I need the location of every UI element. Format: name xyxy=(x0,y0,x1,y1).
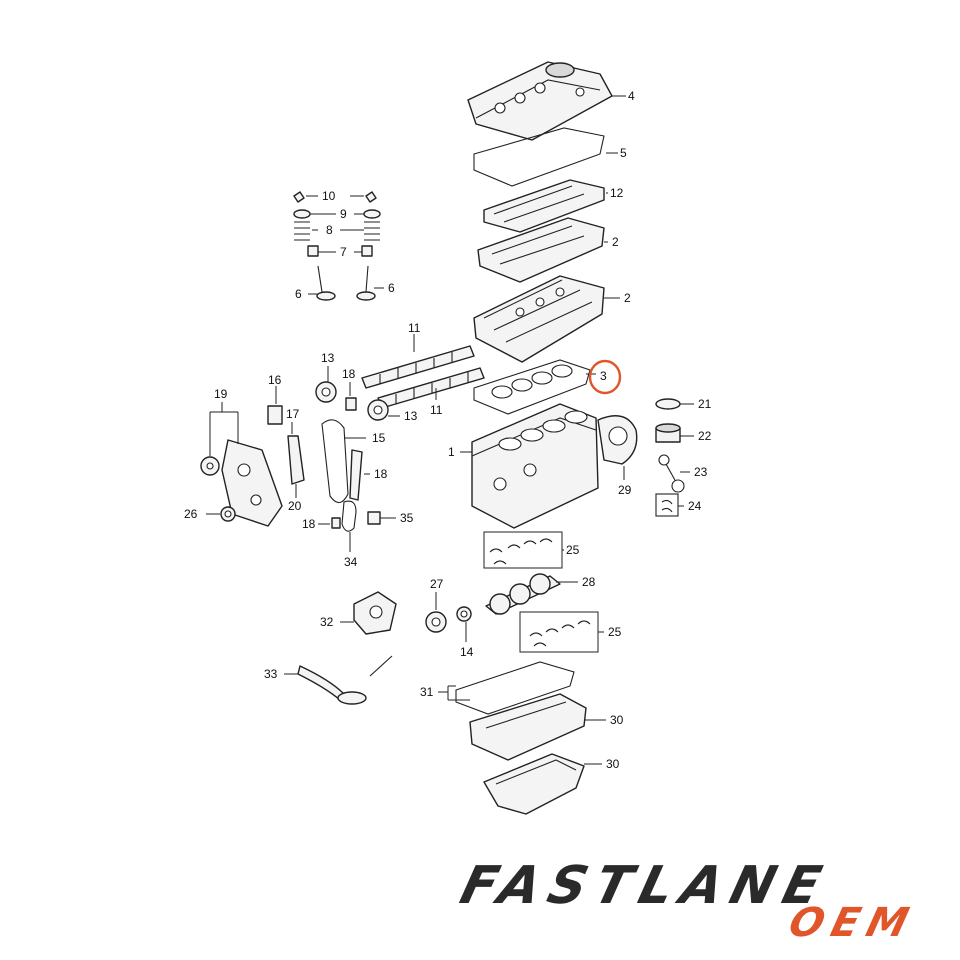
callout-34: 34 xyxy=(344,555,358,569)
part-oil-pump xyxy=(353,591,397,635)
callout-13-lower: 13 xyxy=(404,409,418,423)
part-rear-seal-housing xyxy=(597,415,638,465)
part-front-seal xyxy=(456,606,472,622)
callout-35: 35 xyxy=(400,511,414,525)
callout-9: 9 xyxy=(340,207,347,221)
part-valve-keepers xyxy=(293,191,377,203)
brand-logo: FASTLANE OEM xyxy=(440,856,950,946)
part-oil-pan-gasket xyxy=(455,661,575,715)
part-damper-pulley xyxy=(425,611,447,633)
callout-24: 24 xyxy=(688,499,702,513)
part-cam-carrier-upper xyxy=(483,179,605,233)
part-lower-chain-34 xyxy=(341,500,357,532)
brand-name: FASTLANE xyxy=(454,856,836,916)
part-cam-phasers xyxy=(315,381,389,421)
callout-14: 14 xyxy=(460,645,474,659)
callout-30-lower: 30 xyxy=(606,757,620,771)
part-piston-22 xyxy=(655,423,681,443)
part-timing-chain-15 xyxy=(321,419,349,504)
callout-21: 21 xyxy=(698,397,712,411)
part-seal-26 xyxy=(220,506,236,522)
callout-2-carrier: 2 xyxy=(612,235,619,249)
part-head-gasket xyxy=(473,359,591,415)
part-cylinder-head xyxy=(473,275,605,363)
part-bracket-18a xyxy=(345,397,357,411)
callout-11-upper: 11 xyxy=(408,321,421,335)
part-oil-pickup-tube xyxy=(297,655,393,705)
part-seal-21 xyxy=(655,398,681,410)
part-engine-block xyxy=(471,403,599,529)
part-bearing-set-upper xyxy=(483,531,563,569)
callout-2-head: 2 xyxy=(624,291,631,305)
callout-29: 29 xyxy=(618,483,632,497)
part-connecting-rod-23 xyxy=(658,454,685,493)
callout-25-upper: 25 xyxy=(566,543,580,557)
part-crankshaft xyxy=(485,573,561,615)
highlight-ring xyxy=(588,359,622,395)
part-sprocket-19 xyxy=(200,456,220,476)
callout-22: 22 xyxy=(698,429,712,443)
callout-18-low: 18 xyxy=(302,517,316,531)
part-timing-cover xyxy=(221,439,283,527)
part-bearing-box-24 xyxy=(655,493,679,517)
callout-31: 31 xyxy=(420,685,434,699)
callout-12: 12 xyxy=(610,186,624,200)
callout-4: 4 xyxy=(628,89,635,103)
callout-15: 15 xyxy=(372,431,386,445)
callout-6-right: 6 xyxy=(388,281,395,295)
part-valve-seals xyxy=(307,245,373,257)
callout-3: 3 xyxy=(600,369,607,383)
callout-23: 23 xyxy=(694,465,708,479)
part-bracket-18c xyxy=(331,517,341,529)
callout-17: 17 xyxy=(286,407,300,421)
callout-30-upper: 30 xyxy=(610,713,624,727)
part-chain-guide-18b xyxy=(349,449,363,501)
callout-19: 19 xyxy=(214,387,228,401)
callout-25-lower: 25 xyxy=(608,625,622,639)
callout-6-left: 6 xyxy=(295,287,302,301)
callout-16: 16 xyxy=(268,373,282,387)
part-chain-guide-17 xyxy=(287,435,305,485)
part-valve-cover xyxy=(467,61,613,141)
callout-18-mid: 18 xyxy=(374,467,388,481)
callout-28: 28 xyxy=(582,575,596,589)
part-valve-retainers xyxy=(293,209,381,219)
callout-7: 7 xyxy=(340,245,347,259)
callout-26: 26 xyxy=(184,507,198,521)
part-tensioner-35 xyxy=(367,511,381,525)
callout-33: 33 xyxy=(264,667,278,681)
callout-20: 20 xyxy=(288,499,302,513)
part-valves xyxy=(316,265,376,301)
part-valve-springs xyxy=(294,221,380,241)
part-tensioner-16 xyxy=(267,405,283,425)
callout-32: 32 xyxy=(320,615,334,629)
callout-10: 10 xyxy=(322,189,336,203)
callout-5: 5 xyxy=(620,146,627,160)
callout-13-upper: 13 xyxy=(321,351,335,365)
part-cover-gasket xyxy=(473,127,605,187)
brand-sub: OEM xyxy=(784,900,921,946)
callout-8: 8 xyxy=(326,223,333,237)
part-bearing-set-lower xyxy=(519,611,599,653)
callout-11-lower: 11 xyxy=(430,403,443,417)
callout-27: 27 xyxy=(430,577,444,591)
part-oil-pan-upper xyxy=(469,693,587,761)
leader-lines xyxy=(206,95,694,765)
part-camshaft-upper xyxy=(361,345,475,389)
part-cam-carrier xyxy=(477,217,605,283)
part-oil-pan-lower xyxy=(483,753,585,815)
callout-18-top: 18 xyxy=(342,367,356,381)
callout-labels: 4 5 12 2 2 10 9 8 7 6 6 11 11 13 13 16 1… xyxy=(184,89,712,771)
callout-1: 1 xyxy=(448,445,455,459)
